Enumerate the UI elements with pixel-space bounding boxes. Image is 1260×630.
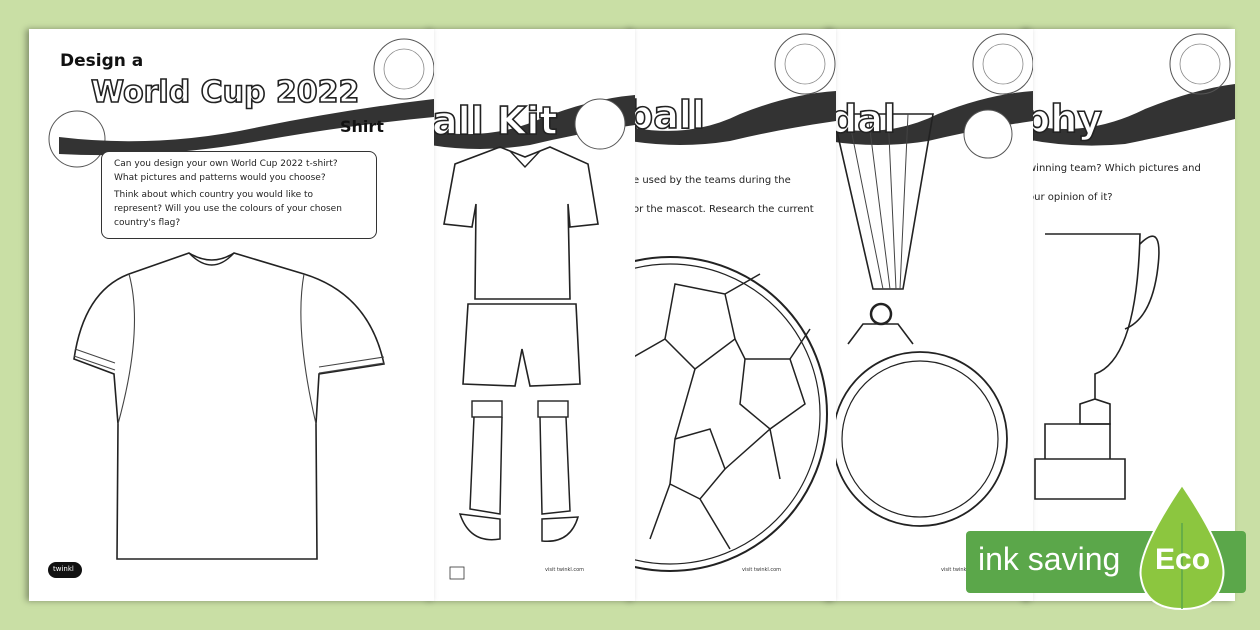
eco-tag: Eco [1155, 543, 1211, 576]
trophy-text-1: winning team? Which pictures and [1028, 163, 1201, 174]
worksheet-shirt: Design a World Cup 2022 Shirt Can you de… [29, 29, 434, 601]
trophy-title: phy [1025, 96, 1103, 142]
twinkl-logo-text: twinkl [53, 565, 74, 573]
instruction-line-2: What pictures and patterns would you cho… [114, 173, 326, 183]
trophy-text-2: our opinion of it? [1028, 192, 1113, 203]
football-text-1: e used by the teams during the [633, 175, 791, 186]
football-footer: visit twinkl.com [742, 567, 782, 573]
football-title: ball [630, 92, 706, 138]
ink-saving-label: ink saving [978, 541, 1121, 577]
shirt-title-small: Design a [60, 51, 144, 71]
instruction-line-4: represent? Will you use the colours of y… [114, 204, 342, 214]
instruction-line-5: country's flag? [114, 218, 181, 228]
instruction-line-3: Think about which country you would like… [114, 190, 314, 200]
twinkl-logo: twinkl [48, 562, 82, 578]
eco-leaf-icon [1139, 483, 1225, 611]
worksheet-football: ball e used by the teams during the or t… [630, 29, 836, 601]
medal-artwork [828, 33, 1033, 527]
football-text-2: or the mascot. Research the current [633, 204, 814, 215]
medal-title: dal [829, 96, 896, 142]
instruction-line-1: Can you design your own World Cup 2022 t… [114, 159, 338, 169]
trophy-artwork [1025, 33, 1235, 500]
shirt-artwork [48, 38, 434, 560]
medal-footer: visit twinkl.com [941, 567, 981, 573]
football-artwork [630, 33, 836, 572]
football-kit-title: all Kit [431, 98, 558, 144]
football-kit-footer: visit twinkl.com [545, 567, 585, 573]
worksheet-football-kit: all Kit visit twinkl.com [430, 29, 635, 601]
shirt-title-sub: Shirt [340, 117, 384, 136]
football-kit-artwork [430, 95, 635, 580]
shirt-title-main: World Cup 2022 [90, 74, 360, 111]
worksheet-medal: dal visit twinkl.com [828, 29, 1033, 601]
worksheet-trophy: phy winning team? Which pictures and our… [1025, 29, 1235, 601]
instructions-box: Can you design your own World Cup 2022 t… [101, 151, 377, 239]
